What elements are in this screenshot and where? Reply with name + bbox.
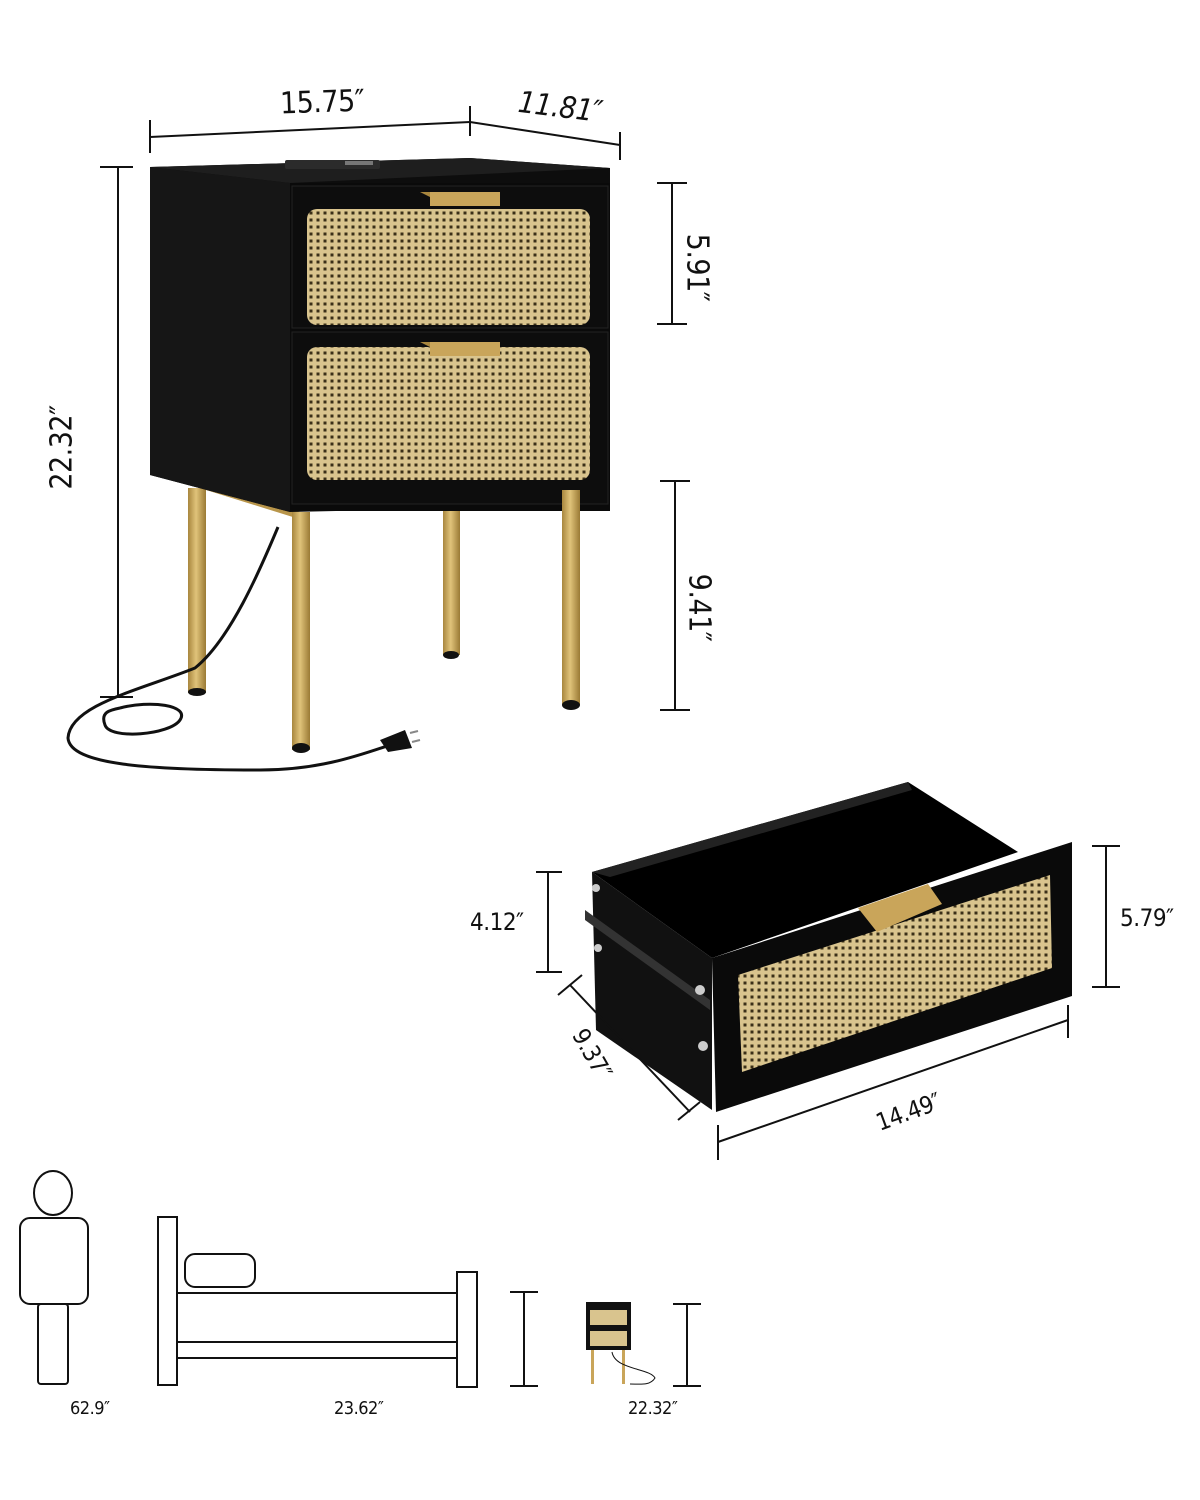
person-body (19, 1217, 89, 1305)
person-legs (37, 1303, 69, 1385)
nightstand-illustration: 15.75″ 11.81″ 22.32″ 5.91″ 9.41″ (44, 83, 717, 772)
drawer-illustration: 4.12″ 5.79″ 9.37″ 14.49″ (0, 780, 1200, 1180)
drawer-front-height-label: 5.79″ (1120, 904, 1174, 932)
bed-headboard (157, 1216, 178, 1386)
height-label: 22.32″ (44, 405, 80, 490)
width-dimension-line (149, 106, 621, 160)
leg-height-dimension-line (660, 480, 690, 711)
person-height-label: 62.9″ (70, 1398, 110, 1419)
height-dimension-line (100, 166, 133, 698)
leg-height-label: 9.41″ (681, 573, 717, 642)
bed-footboard (456, 1271, 478, 1388)
mini-nightstand-icon (586, 1302, 656, 1385)
nightstand-drawing (66, 106, 690, 772)
scale-comparison: 62.9″ 23.62″ 22.32″ (0, 1160, 1200, 1500)
drawer-drawing (536, 782, 1120, 1160)
scale-drawing (19, 1170, 701, 1388)
drawer-inner-height-label: 4.12″ (470, 908, 524, 936)
power-cord (66, 526, 391, 772)
person-head (33, 1170, 73, 1216)
nightstand-height-label: 22.32″ (628, 1398, 678, 1419)
drawer-height-label: 5.91″ (679, 233, 715, 302)
width-label: 15.75″ (279, 83, 365, 122)
bed-height-label: 23.62″ (334, 1398, 384, 1419)
bed-pillow (184, 1253, 256, 1288)
drawer-height-dimension-line (657, 182, 687, 325)
